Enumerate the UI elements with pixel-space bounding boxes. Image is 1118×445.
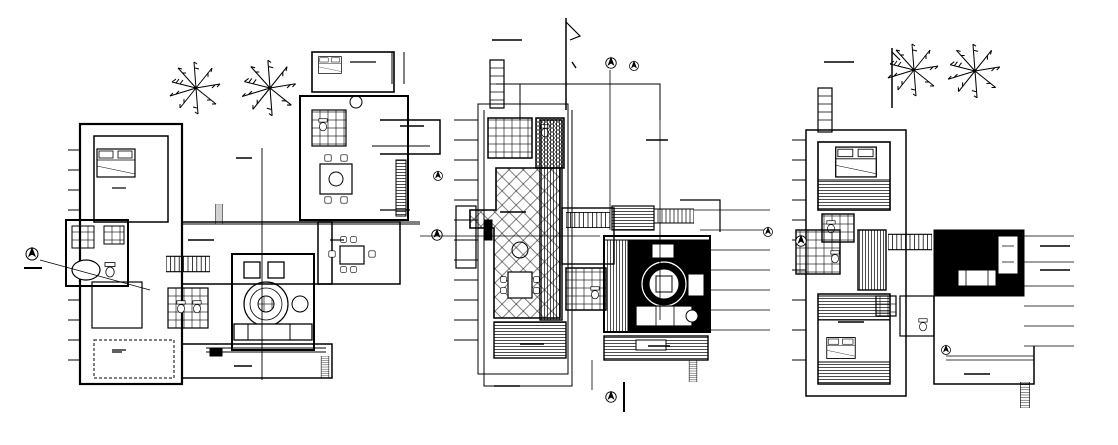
- bed-icon: [96, 148, 136, 178]
- plan-right: [792, 43, 1074, 408]
- stair-icon: [566, 212, 610, 228]
- section-marker-icon: [763, 227, 773, 237]
- palm-tree-icon: [241, 59, 297, 117]
- bed-icon: [826, 337, 856, 359]
- bed-icon: [834, 146, 878, 178]
- plan-left: [24, 51, 441, 386]
- toilet-icon: [918, 318, 928, 332]
- toilet-icon: [104, 262, 116, 278]
- palm-tree-icon: [947, 43, 1001, 99]
- bathtub-icon: [71, 259, 101, 281]
- section-marker-icon: [941, 345, 951, 355]
- bedroom-2: [311, 51, 395, 93]
- bathroom-left: [65, 219, 129, 287]
- car-icon: [957, 269, 997, 287]
- section-marker-icon: [605, 391, 617, 403]
- car-icon: [997, 235, 1019, 275]
- living-room: [231, 253, 315, 351]
- plan-middle: [420, 18, 773, 412]
- section-marker-icon: [795, 235, 807, 247]
- stair-icon: [1019, 382, 1031, 408]
- palm-tree-icon: [887, 43, 939, 97]
- stair-icon: [166, 255, 210, 273]
- toilet-icon: [176, 300, 186, 314]
- north-arrow-icon: [629, 61, 639, 71]
- palm-tree-icon: [169, 61, 221, 115]
- sofa-icon: [233, 323, 313, 341]
- section-marker-icon: [433, 171, 443, 181]
- stair-icon: [214, 204, 224, 224]
- dining-table-icon: [507, 271, 533, 299]
- stair-icon: [688, 360, 698, 382]
- toilet-icon: [318, 118, 328, 132]
- stair-icon: [888, 233, 932, 251]
- bedroom-1: [93, 135, 169, 223]
- dining-area: [317, 221, 401, 285]
- bed-icon: [318, 56, 342, 74]
- sofa-icon: [635, 305, 693, 327]
- stair-icon: [320, 356, 330, 378]
- toilet-icon: [192, 300, 202, 314]
- north-arrow-icon: [605, 57, 617, 69]
- dining-table-icon: [339, 245, 365, 265]
- dining-table-icon: [319, 163, 353, 195]
- toilet-icon: [830, 250, 840, 264]
- room-left-lower: [91, 281, 143, 329]
- toilet-icon: [590, 286, 600, 300]
- section-marker-icon: [431, 229, 443, 241]
- section-marker-icon: [25, 247, 39, 261]
